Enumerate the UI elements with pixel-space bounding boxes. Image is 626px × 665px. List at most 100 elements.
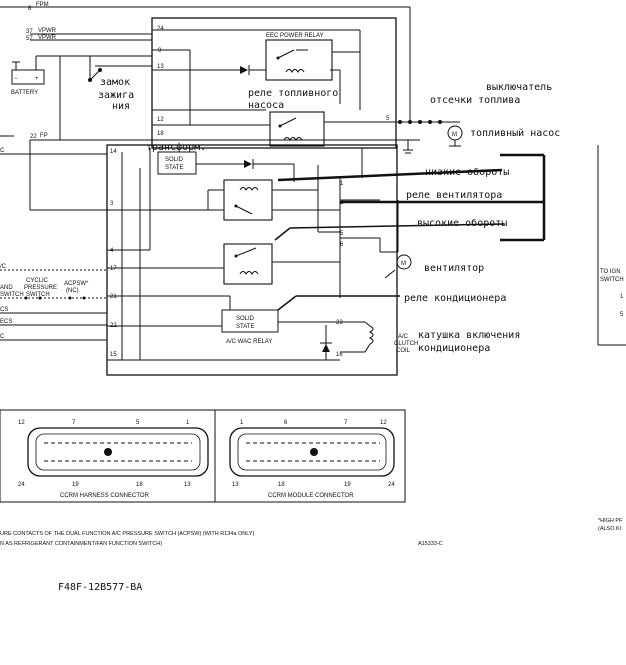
pin-22: 22 — [110, 323, 117, 329]
module-pin-top-4: 12 — [380, 420, 387, 426]
cyclic-label-1: CYCLIC — [26, 278, 49, 284]
ru-coil-2: кондиционера — [418, 343, 490, 354]
ru-cutoff-1: выключатель — [486, 82, 552, 93]
ru-coil-1: катушка включения — [418, 330, 520, 341]
module-pin-top-3: 7 — [344, 420, 348, 426]
module-connector — [229, 427, 395, 477]
harness-pin-top-4: 1 — [186, 420, 190, 426]
svg-text:M: M — [401, 261, 406, 267]
battery-label: BATTERY — [11, 90, 38, 96]
module-pin-bot-3: 19 — [344, 482, 351, 488]
figure-code: A15333-C — [418, 541, 443, 547]
ru-fan-relay: реле вентилятора — [406, 190, 502, 201]
pin-5: 5 — [340, 231, 344, 237]
solid-state-box-1 — [157, 151, 197, 175]
pin-1: 1 — [340, 181, 344, 187]
battery-symbol — [11, 69, 45, 85]
module-pin-top-1: 1 — [240, 420, 244, 426]
ac-clutch-label-3: COIL — [396, 348, 411, 354]
pin-9: 9 — [158, 48, 162, 54]
vpwr-num-2: 57 — [26, 36, 33, 42]
eec-module-box — [151, 17, 397, 149]
module-pin-bot-4: 24 — [388, 482, 395, 488]
harness-pin-bot-4: 13 — [184, 482, 191, 488]
pin-14: 14 — [110, 149, 117, 155]
left-c: /C — [0, 264, 7, 270]
pointer-high-speed — [289, 223, 505, 229]
harness-pin-bot-2: 19 — [72, 482, 79, 488]
footnote-line-2: N AS REFRIGERANT CONTAINMENT/FAN FUNCTIO… — [0, 541, 162, 547]
svg-text:−: − — [14, 76, 18, 82]
harness-connector-title: CCRM HARNESS CONNECTOR — [60, 493, 150, 499]
harness-connector-panel — [0, 409, 216, 503]
left-ecs: ECS — [0, 319, 12, 325]
ru-ac-relay: реле кондиционера — [404, 293, 506, 304]
module-pin-bot-2: 18 — [278, 482, 285, 488]
pin-13: 13 — [157, 64, 164, 70]
diode-icon-2 — [244, 160, 252, 168]
c-left-label: C — [0, 148, 5, 154]
eec-power-relay — [265, 39, 333, 81]
pin-17: 17 — [110, 266, 117, 272]
pin-3: 3 — [110, 201, 114, 207]
ru-high-speed: высокие обороты — [417, 217, 507, 229]
pin-21: 21 — [110, 294, 117, 300]
fpm-label: FPM — [36, 2, 49, 8]
acpsw-label-2: (NC) — [66, 288, 79, 294]
eec-power-relay-label: EEC POWER RELAY — [266, 33, 324, 39]
fpm-num: 8 — [28, 6, 32, 12]
right-switch: SWITCH — [600, 277, 624, 283]
ru-cutoff-2: отсечки топлива — [430, 95, 520, 106]
ac-clutch-label-2: CLUTCH — [394, 341, 418, 347]
right-pin-5: 5 — [620, 312, 624, 318]
acpsw-label-1: ACPSW* — [64, 281, 89, 287]
ru-fuel-relay-1: реле топливного — [248, 88, 338, 99]
ru-ignition-3: ния — [112, 101, 130, 112]
module-key — [310, 448, 318, 456]
solid-state-label-1a: SOLID — [165, 157, 184, 163]
ru-ignition-2: зажига — [98, 90, 134, 101]
footnote-right-2: (ALSO KI — [598, 526, 622, 532]
diode-icon-1 — [240, 66, 248, 74]
left-cs: CS — [0, 307, 8, 313]
pin-6: 6 — [340, 242, 344, 248]
right-to-ign: TO IGN — [600, 269, 621, 275]
ru-ignition-1: замок — [100, 77, 130, 88]
pointer-low-speed — [277, 168, 503, 182]
ru-fan: вентилятор — [424, 263, 484, 274]
pin-23: 23 — [336, 320, 343, 326]
module-connector-panel — [214, 409, 406, 503]
pin-5b: 5 — [386, 116, 390, 122]
right-pin-1: 1 — [620, 294, 624, 300]
part-number: F48F-12B577-BA — [58, 582, 142, 593]
ac-wac-relay — [221, 309, 279, 333]
svg-text:M: M — [452, 132, 457, 138]
harness-connector — [27, 427, 209, 477]
harness-pin-bot-1: 24 — [18, 482, 25, 488]
pin-16: 16 — [336, 352, 343, 358]
harness-pin-top-2: 7 — [72, 420, 76, 426]
pin-18: 18 — [157, 131, 164, 137]
ru-low-speed: низкие обороты — [425, 166, 509, 178]
solid-state-label-2a: SOLID — [236, 316, 255, 322]
fuel-relay-coil-icon — [283, 137, 303, 141]
fuel-pump-relay — [269, 111, 325, 147]
fan-relay-high — [223, 243, 273, 285]
module-pin-bot-1: 13 — [232, 482, 239, 488]
vpwr-label-2: VPWR — [38, 35, 57, 41]
solid-state-label-1b: STATE — [165, 165, 183, 171]
fan-relay-low — [223, 179, 273, 221]
left-and: AND — [0, 285, 13, 291]
pin-15: 15 — [110, 352, 117, 358]
pin-12: 12 — [157, 117, 164, 123]
fan-motor-icon — [396, 254, 412, 270]
pin-4: 4 — [110, 248, 114, 254]
relay-coil-icon — [285, 69, 305, 73]
fp-num: 22 — [30, 134, 37, 140]
harness-pin-top-1: 12 — [18, 420, 25, 426]
footnote-right-1: *HIGH PF — [598, 518, 623, 524]
fp-label: FP — [40, 133, 48, 139]
module-connector-title: CCRM MODULE CONNECTOR — [268, 493, 354, 499]
